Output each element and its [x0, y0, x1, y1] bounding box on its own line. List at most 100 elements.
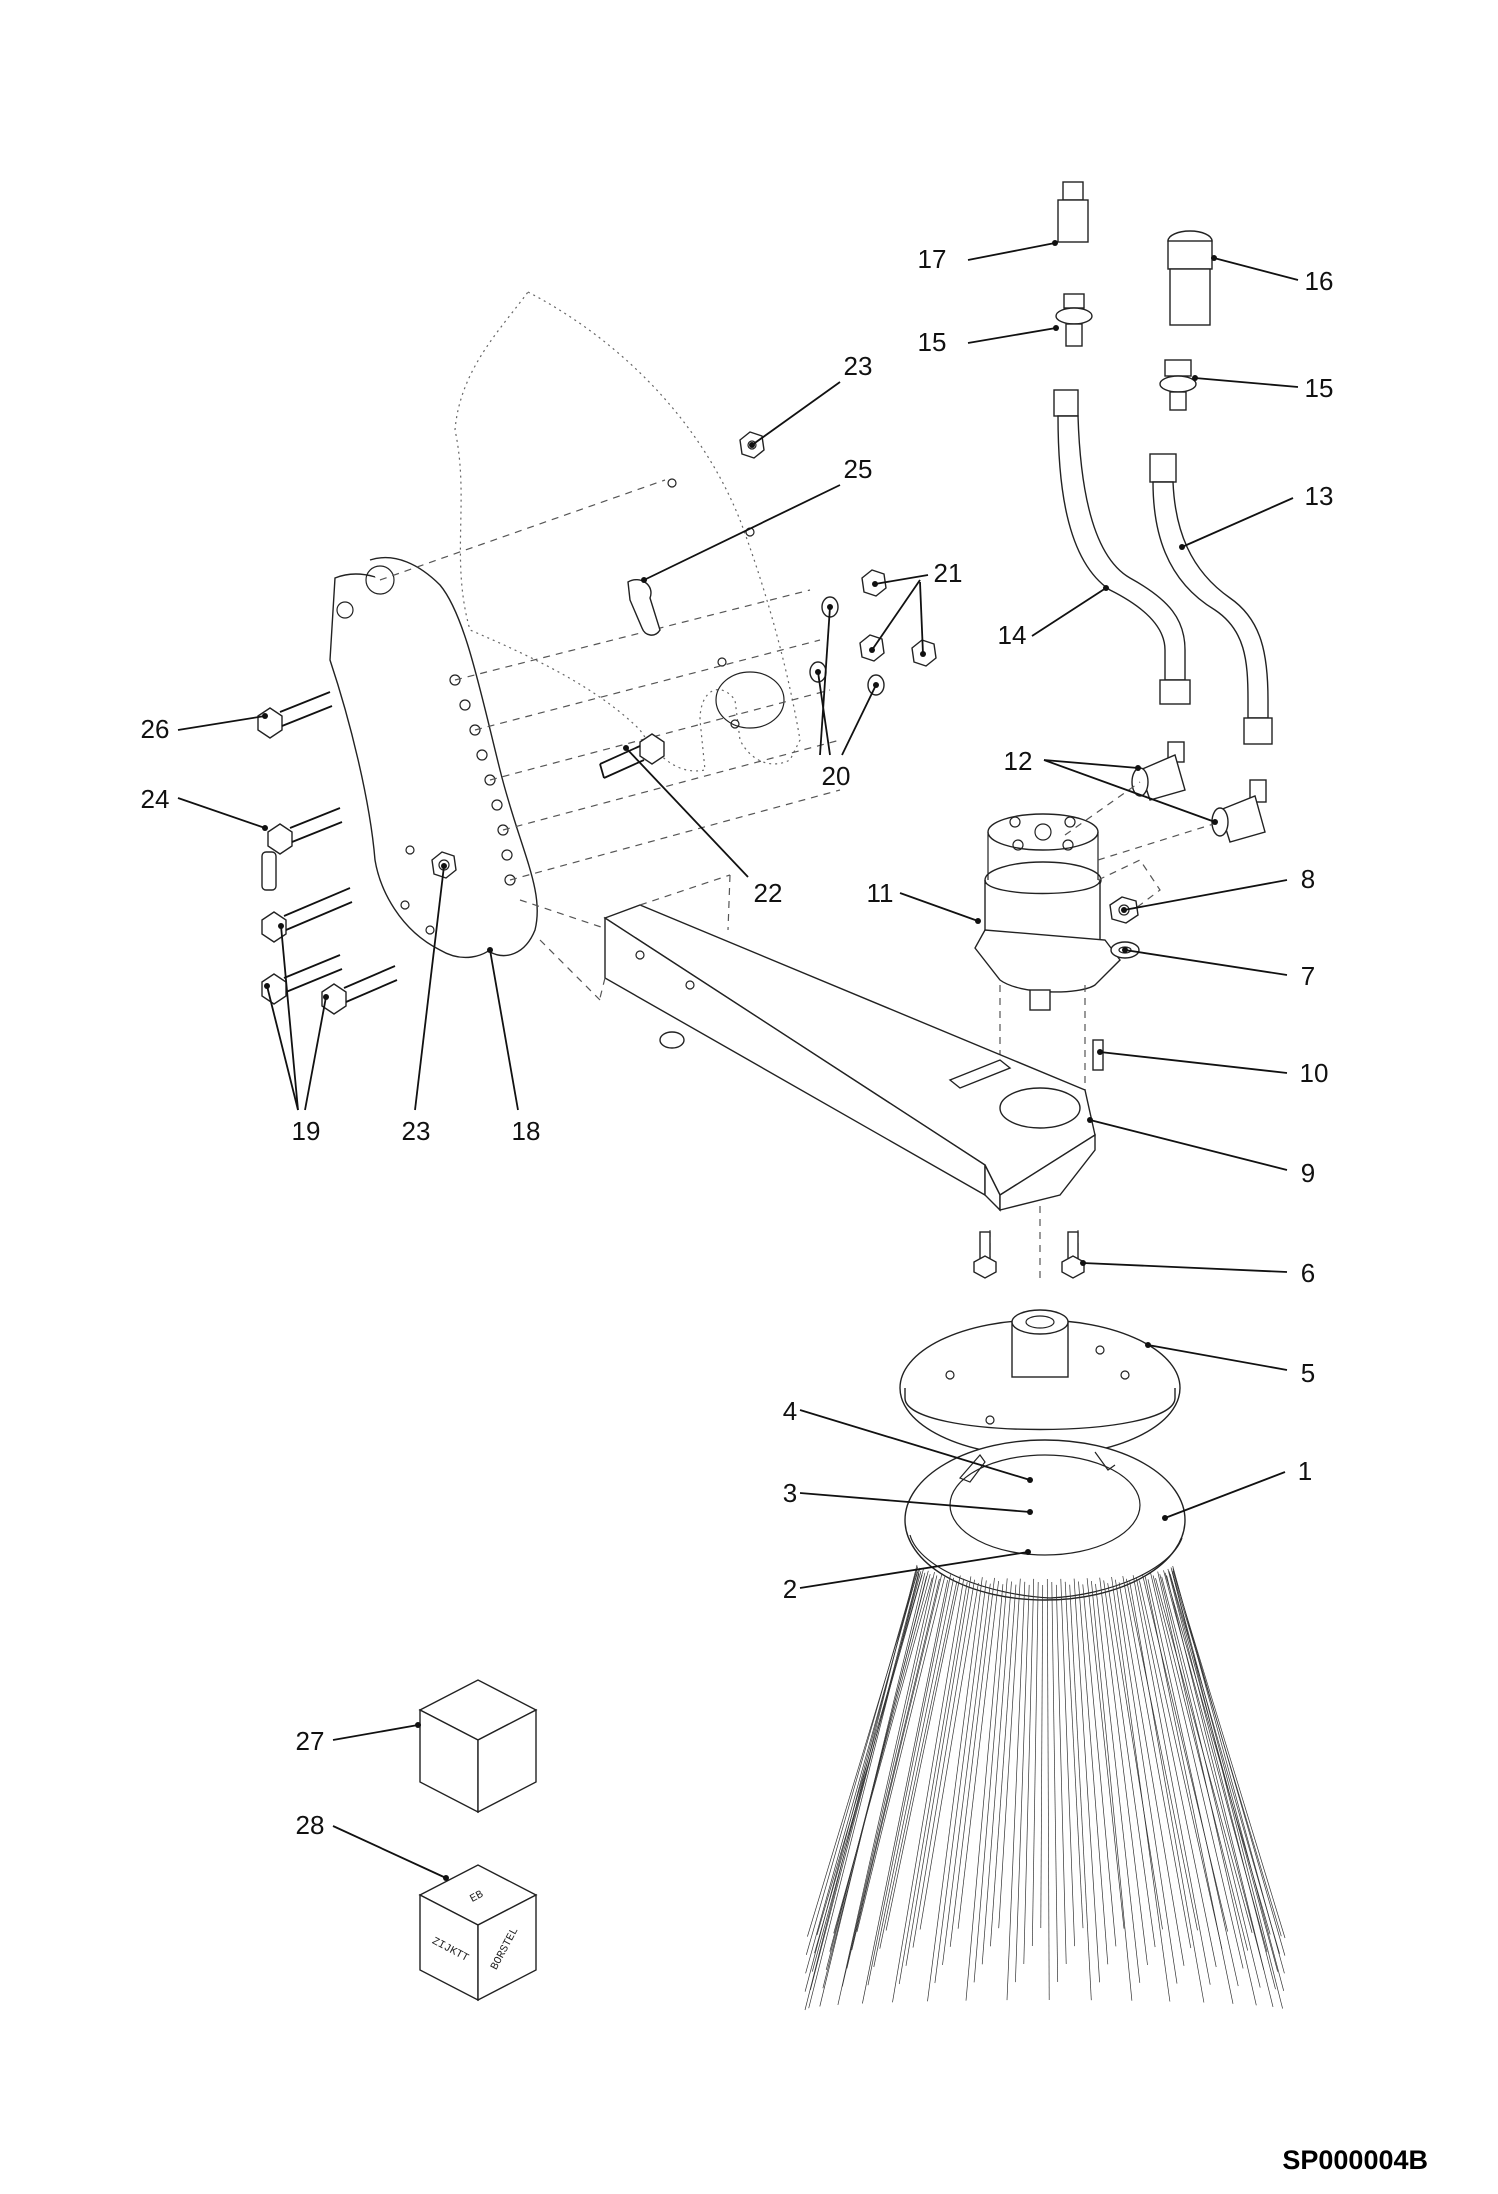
- callout-28: 28: [296, 1810, 325, 1840]
- bristle: [1015, 1584, 1030, 1983]
- brush-arm: [599, 874, 1096, 1212]
- bristle: [942, 1583, 991, 1966]
- callout-11: 11: [867, 878, 894, 908]
- bristle: [1040, 1584, 1044, 1929]
- bristle: [1129, 1581, 1205, 2003]
- bristle: [1091, 1580, 1133, 2001]
- bristle: [1055, 1584, 1067, 1965]
- bristle: [851, 1573, 943, 1951]
- bristle: [1069, 1584, 1092, 2001]
- bristle: [833, 1577, 933, 1934]
- bristle: [957, 1580, 999, 1929]
- bristle: [1147, 1579, 1239, 1987]
- bristle: [1171, 1569, 1283, 2009]
- bristle: [1115, 1579, 1178, 1984]
- callout-18: 18: [512, 1116, 541, 1146]
- bristle: [1172, 1570, 1286, 1939]
- bristle: [1166, 1575, 1274, 2007]
- callout-23-lower: 23: [402, 1116, 431, 1146]
- assembly-lines-bracket: [379, 479, 841, 1001]
- bristle: [1144, 1576, 1234, 2004]
- callout-labels: 17 16 15 15 23 25 13 21 14 26 20 12 24 2…: [141, 244, 1334, 1840]
- callout-13: 13: [1305, 481, 1334, 511]
- hose-13: [1149, 453, 1273, 745]
- bristle: [934, 1580, 987, 1984]
- bristle: [811, 1571, 922, 1972]
- hose-14: [1053, 389, 1191, 705]
- bristle: [1078, 1581, 1109, 1965]
- bristle: [1125, 1578, 1198, 1931]
- callout-26: 26: [141, 714, 170, 744]
- fitting-15-left: [1055, 293, 1093, 347]
- callout-25: 25: [844, 454, 873, 484]
- bristle: [965, 1584, 1004, 2001]
- bristle: [885, 1575, 961, 1931]
- bristle: [816, 1569, 924, 1935]
- bristle: [1118, 1582, 1185, 1966]
- bristle: [1023, 1578, 1035, 1965]
- bristle: [1046, 1578, 1050, 2001]
- bolts-19: [261, 887, 398, 1015]
- bristle: [1060, 1578, 1075, 1947]
- bristle: [825, 1570, 929, 1970]
- bristle: [1171, 1572, 1285, 1991]
- bristle: [1132, 1575, 1211, 1985]
- bristle: [981, 1581, 1012, 1965]
- callout-27: 27: [296, 1726, 325, 1756]
- callout-3: 3: [783, 1478, 797, 1508]
- hydraulic-motor: [974, 813, 1121, 1011]
- elbow-12-a: [1131, 741, 1186, 801]
- bolt-26: [257, 691, 333, 739]
- callout-15-right: 15: [1305, 373, 1334, 403]
- bristle: [1161, 1576, 1265, 1970]
- callout-20: 20: [822, 761, 851, 791]
- callout-19: 19: [292, 1116, 321, 1146]
- callout-10: 10: [1300, 1058, 1329, 1088]
- drawing-code: SP000004B: [1282, 2145, 1428, 2175]
- bristle: [1150, 1572, 1244, 1969]
- bristle: [998, 1578, 1021, 1929]
- bristle: [1111, 1576, 1171, 2002]
- bolt-22: [599, 733, 665, 779]
- callout-16: 16: [1305, 266, 1334, 296]
- bristle: [919, 1582, 979, 1930]
- bristle: [829, 1574, 931, 1952]
- bristle: [1122, 1576, 1192, 1949]
- bristle: [814, 1574, 923, 1954]
- bristle: [905, 1576, 972, 1966]
- bolt-24: [261, 807, 343, 891]
- bristle: [1086, 1578, 1125, 1929]
- brush-bristles: [804, 1564, 1286, 2011]
- bristle: [879, 1581, 958, 1949]
- bristle: [1142, 1574, 1228, 1932]
- key-10: [1092, 1039, 1104, 1071]
- bristle: [973, 1578, 1008, 1983]
- elbow-12-b: [1211, 779, 1267, 843]
- callout-12: 12: [1004, 746, 1033, 776]
- bristle: [810, 1567, 921, 1990]
- bristle: [1031, 1581, 1039, 1947]
- callout-21: 21: [934, 558, 963, 588]
- fitting-16: [1167, 230, 1213, 326]
- bristle: [1099, 1577, 1148, 1966]
- bristle: [912, 1579, 975, 1948]
- bristle: [1172, 1565, 1285, 1974]
- brush-plate: [899, 1309, 1181, 1457]
- callout-8: 8: [1301, 864, 1315, 894]
- bristle: [892, 1578, 965, 2003]
- clip-25: [627, 579, 661, 636]
- bristle: [1168, 1571, 1279, 1972]
- bristle: [898, 1582, 968, 1985]
- bristle: [1006, 1581, 1026, 2001]
- bristle: [1064, 1581, 1084, 1929]
- bristle: [927, 1577, 983, 2002]
- bristle: [1103, 1580, 1156, 1948]
- bristle: [1157, 1571, 1257, 2006]
- leader-lines: [177, 240, 1299, 1881]
- bristle: [862, 1580, 948, 2004]
- callout-24: 24: [141, 784, 170, 814]
- bristle: [841, 1575, 938, 1987]
- brush: [804, 1439, 1286, 2011]
- box-marking-top: EB: [468, 1889, 486, 1906]
- bristle: [990, 1584, 1017, 1947]
